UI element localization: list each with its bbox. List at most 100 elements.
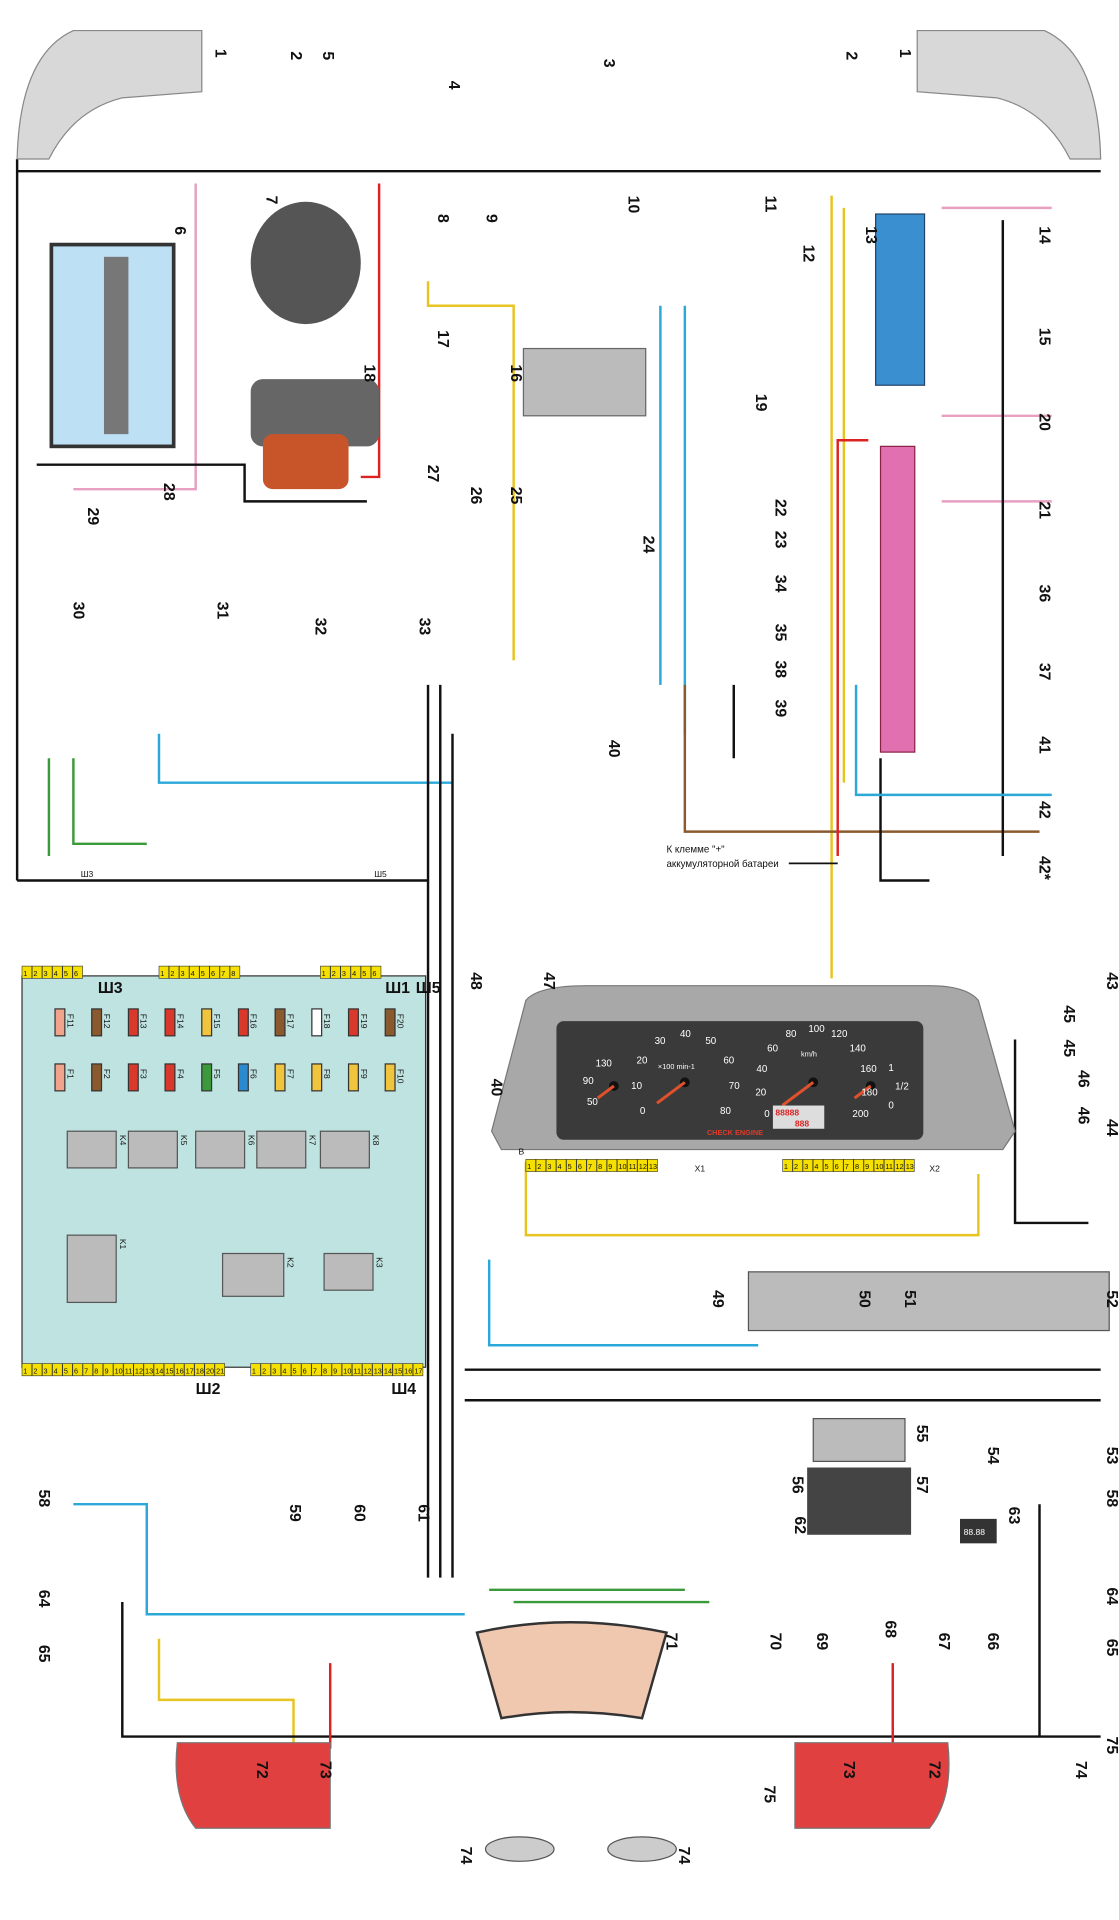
sh4-pin-label: 9 — [333, 1366, 337, 1375]
x2-pin-label: 10 — [875, 1162, 883, 1171]
component-label-57: 57 — [913, 1476, 930, 1494]
component-label-73: 73 — [316, 1761, 333, 1779]
sh2-pin-label: 10 — [115, 1366, 123, 1375]
sh4-pin-label: 10 — [343, 1366, 351, 1375]
component-label-55: 55 — [913, 1425, 930, 1443]
battery-note-line2: аккумуляторной батареи — [667, 859, 779, 870]
component-label-35: 35 — [771, 624, 788, 642]
sh4-pin-label: 15 — [394, 1366, 402, 1375]
sh4-pin-label: 5 — [293, 1366, 297, 1375]
sh3-pin-label: 4 — [54, 969, 58, 978]
indicator-panel-57 — [807, 1467, 912, 1535]
sh5-pin — [360, 965, 372, 979]
fuse-label-F19: F19 — [359, 1014, 369, 1029]
component-label-5: 5 — [319, 51, 336, 60]
sh4-pin-label: 12 — [364, 1366, 372, 1375]
sh2-pin-label: 16 — [176, 1366, 184, 1375]
fuse-label-F10: F10 — [395, 1069, 405, 1084]
x1-pin-label: 13 — [649, 1162, 657, 1171]
connector-sh2-label: Ш2 — [196, 1381, 221, 1398]
component-label-1: 1 — [211, 49, 228, 58]
sh2-pin — [31, 1363, 43, 1377]
sh4-pin-label: 16 — [404, 1366, 412, 1375]
fuse-F11 — [54, 1008, 66, 1037]
sh2-pin — [133, 1363, 144, 1377]
x2-pin-label: 6 — [835, 1162, 839, 1171]
temp-gauge-tick: 130 — [596, 1058, 613, 1069]
sh4-pin-label: 4 — [282, 1366, 286, 1375]
connector-sh4-label: Ш4 — [391, 1381, 416, 1398]
x2-pin-label: 2 — [794, 1162, 798, 1171]
speedometer-tick: 140 — [850, 1043, 867, 1054]
sh3-pin — [21, 965, 33, 979]
sh1-pin — [178, 965, 190, 979]
sh2-pin-label: 14 — [155, 1366, 163, 1375]
component-label-11: 11 — [762, 196, 779, 213]
fuse-label-F18: F18 — [322, 1014, 332, 1029]
sh4-pin — [260, 1363, 271, 1377]
component-label-64: 64 — [1103, 1587, 1119, 1605]
connector-b-label: B — [519, 1146, 525, 1156]
sh5-pin — [320, 965, 331, 979]
sh2-pin — [92, 1363, 104, 1377]
connector-sh1-label: Ш1 — [385, 980, 410, 997]
sh4-pin-label: 1 — [252, 1366, 256, 1375]
component-label-27: 27 — [424, 465, 441, 483]
component-label-49: 49 — [709, 1290, 726, 1308]
sh2-pin-label: 18 — [196, 1366, 204, 1375]
switch-block-lower — [747, 1271, 1110, 1332]
ecu-connector-pink — [879, 445, 916, 753]
battery-terminal-note: К клемме "+" аккумуляторной батареи — [667, 844, 838, 870]
sh2-pin-label: 21 — [216, 1366, 224, 1375]
wire — [15, 158, 429, 882]
sh3-pin — [52, 965, 63, 979]
fuse-label-F14: F14 — [175, 1014, 185, 1029]
component-label-31: 31 — [214, 602, 231, 620]
sh4-pin-label: 2 — [262, 1366, 266, 1375]
sh2-pin — [204, 1363, 215, 1377]
component-label-36: 36 — [1036, 585, 1053, 603]
x1-pin-label: 11 — [629, 1162, 637, 1171]
x2-pin — [873, 1159, 885, 1172]
speedometer-tick: 60 — [767, 1043, 778, 1054]
sh4-pin — [341, 1363, 353, 1377]
fuse-F4 — [164, 1063, 176, 1092]
x1-pin — [525, 1159, 536, 1172]
sh4-pin — [250, 1363, 261, 1377]
check-engine-lamp: CHECK ENGINE — [707, 1128, 763, 1137]
fuse-F17 — [274, 1008, 286, 1037]
fuse-F6 — [237, 1063, 249, 1092]
component-label-58: 58 — [1103, 1490, 1119, 1508]
temp-gauge-needle — [596, 1084, 615, 1100]
component-label-66: 66 — [984, 1633, 1001, 1651]
sh3-pin — [72, 965, 83, 979]
component-label-50: 50 — [856, 1290, 873, 1308]
sh4-pin — [362, 1363, 373, 1377]
component-label-40: 40 — [605, 740, 622, 758]
fuel-gauge-needle — [853, 1084, 872, 1100]
x1-pin — [606, 1159, 618, 1172]
sh2-pin-label: 11 — [125, 1366, 133, 1375]
sh4-pin-label: 11 — [353, 1366, 361, 1375]
sh4-pin — [311, 1363, 322, 1377]
sh4-pin-label: 8 — [323, 1366, 327, 1375]
component-label-46: 46 — [1075, 1107, 1092, 1125]
component-label-38: 38 — [771, 660, 788, 678]
sh5-pin-label: 3 — [342, 969, 346, 978]
display-63-value: 88.88 — [964, 1527, 986, 1537]
component-label-32: 32 — [312, 618, 329, 636]
relay-K6 — [195, 1130, 246, 1169]
x1-pin-label: 10 — [618, 1162, 626, 1171]
component-label-42: 42 — [1036, 801, 1053, 819]
wire — [464, 1368, 1101, 1402]
sh3-pin — [62, 965, 73, 979]
sh1-pin-label: 3 — [181, 969, 185, 978]
x2-pin — [863, 1159, 874, 1172]
relay-label-K6: K6 — [246, 1135, 256, 1146]
fuse-F8 — [311, 1063, 323, 1092]
fuse-F5 — [201, 1063, 213, 1092]
component-label-39: 39 — [771, 700, 788, 718]
component-label-65: 65 — [1103, 1639, 1119, 1657]
component-label-30: 30 — [69, 602, 86, 620]
